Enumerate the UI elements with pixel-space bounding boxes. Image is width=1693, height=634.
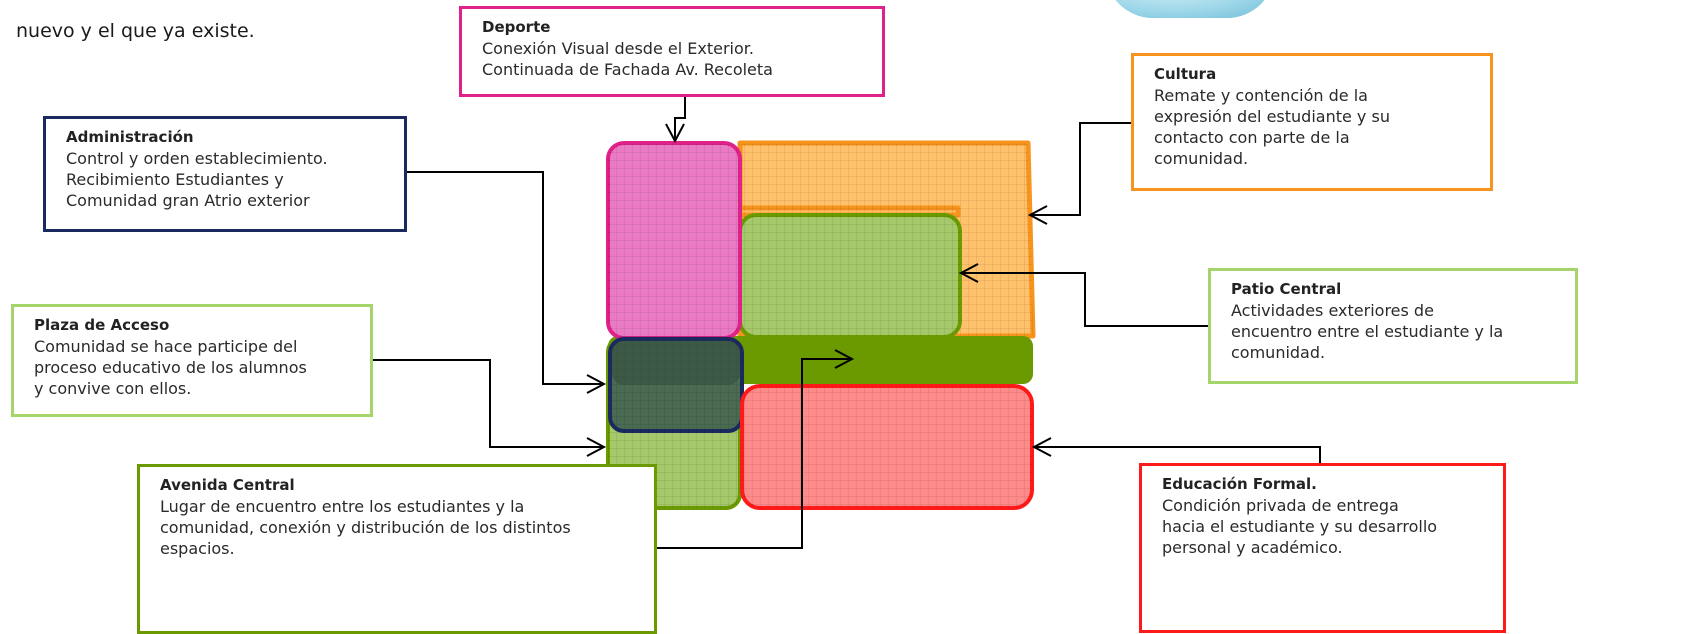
zone-administracion [608, 337, 744, 433]
label-avenida-central: Avenida Central Lugar de encuentro entre… [137, 464, 657, 634]
connector-plaza [372, 359, 607, 457]
connector-avenida [655, 349, 855, 549]
label-administracion-text: Control y orden establecimiento. Recibim… [66, 149, 328, 210]
label-avenida-title: Avenida Central [160, 476, 295, 494]
zone-educacion-formal [740, 384, 1034, 510]
label-cultura: Cultura Remate y contención de la expres… [1131, 53, 1493, 191]
label-plaza-title: Plaza de Acceso [34, 316, 170, 334]
connector-educacion [1031, 437, 1321, 465]
label-patio-text: Actividades exteriores de encuentro entr… [1231, 301, 1504, 362]
label-cultura-title: Cultura [1154, 65, 1217, 83]
watercolor-decoration [1105, 0, 1275, 18]
label-deporte-text: Conexión Visual desde el Exterior. Conti… [482, 39, 773, 79]
label-educacion-title: Educación Formal. [1162, 475, 1317, 493]
label-patio-central: Patio Central Actividades exteriores de … [1208, 268, 1578, 384]
label-educacion-formal: Educación Formal. Condición privada de e… [1139, 463, 1506, 633]
label-patio-title: Patio Central [1231, 280, 1342, 298]
label-administracion-title: Administración [66, 128, 194, 146]
zone-patio-central [738, 213, 962, 339]
connector-patio [958, 263, 1210, 327]
label-deporte: Deporte Conexión Visual desde el Exterio… [459, 6, 885, 97]
label-deporte-title: Deporte [482, 18, 551, 36]
connector-cultura [1027, 122, 1133, 225]
label-educacion-text: Condición privada de entrega hacia el es… [1162, 496, 1438, 557]
zone-deporte [606, 141, 742, 340]
intro-text: nuevo y el que ya existe. [16, 20, 255, 42]
label-plaza-acceso: Plaza de Acceso Comunidad se hace partic… [11, 304, 373, 417]
label-cultura-text: Remate y contención de la expresión del … [1154, 86, 1390, 168]
connector-administracion [406, 171, 607, 394]
label-administracion: Administración Control y orden estableci… [43, 116, 407, 232]
connector-deporte [665, 96, 686, 144]
label-avenida-text: Lugar de encuentro entre los estudiantes… [160, 497, 571, 558]
label-plaza-text: Comunidad se hace participe del proceso … [34, 337, 307, 398]
